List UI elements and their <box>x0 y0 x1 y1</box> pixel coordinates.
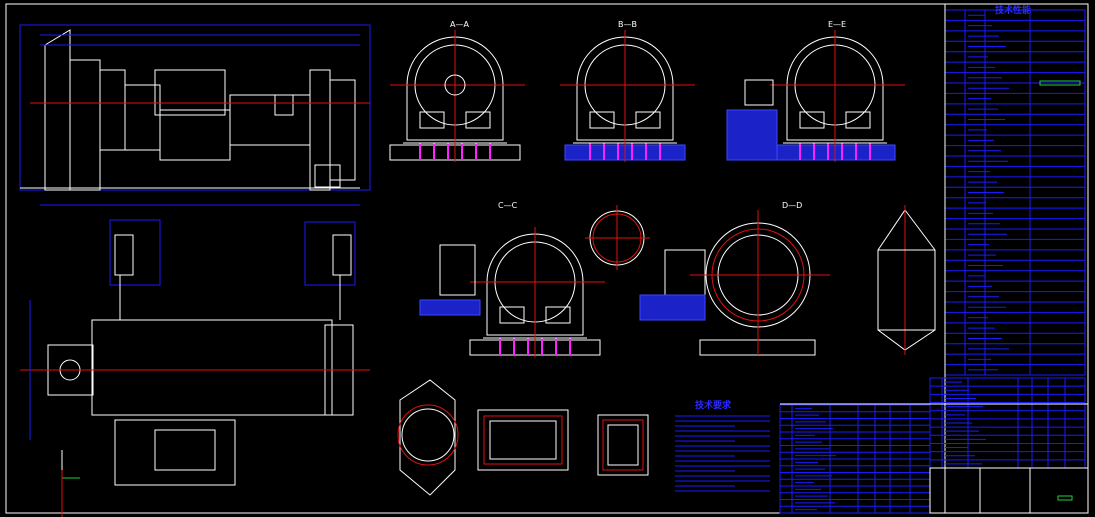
housing-window <box>799 111 825 129</box>
section-d-view <box>639 210 830 356</box>
title-block <box>929 467 1089 514</box>
shell-cross-section <box>585 205 650 270</box>
bearing-housing <box>406 36 504 141</box>
spec-frame <box>944 3 1089 514</box>
bottom-rect-section-2 <box>597 414 649 476</box>
housing-window <box>419 111 445 129</box>
drawing-frame <box>5 3 1089 514</box>
bottom-shell-section <box>397 379 459 496</box>
feed-hopper-view <box>877 205 936 355</box>
section-a-view <box>389 30 525 162</box>
spec-table <box>944 9 1086 376</box>
motor-body <box>744 79 774 106</box>
notes-heading: 技术要求 <box>695 399 732 411</box>
section-label-c: C—C <box>498 201 518 210</box>
parts-list-left <box>779 404 931 514</box>
side-elevation-view <box>19 24 371 191</box>
table-border <box>944 9 1086 376</box>
housing-window <box>499 306 525 324</box>
plan-view <box>20 204 370 517</box>
bearing-housing <box>486 233 584 336</box>
section-label-d: D—D <box>782 201 802 210</box>
motor-foundation <box>726 109 778 161</box>
section-c-view <box>469 227 605 357</box>
title-highlight <box>1057 495 1073 501</box>
technical-requirements-notes <box>675 415 770 492</box>
section-b-view <box>560 30 695 162</box>
parts-list-tables <box>779 3 1089 514</box>
section-label-b: B—B <box>618 20 637 29</box>
c-drive <box>439 244 476 296</box>
c-foundation <box>419 299 481 316</box>
housing-window <box>545 306 571 324</box>
shaft-circle <box>444 74 466 96</box>
parts-list-right <box>929 377 1086 469</box>
housing-window <box>635 111 661 129</box>
section-label-e: E—E <box>828 20 846 29</box>
spec-table-heading: 技术性能 <box>995 4 1031 16</box>
bearing-housing <box>786 36 884 141</box>
housing-window <box>589 111 615 129</box>
housing-window <box>465 111 491 129</box>
section-e-view <box>770 30 905 162</box>
housing-window <box>845 111 871 129</box>
section-label-a: A—A <box>450 20 469 29</box>
spec-highlight <box>1039 80 1081 86</box>
bearing-housing <box>576 36 674 141</box>
bottom-rect-section-1 <box>477 409 569 471</box>
